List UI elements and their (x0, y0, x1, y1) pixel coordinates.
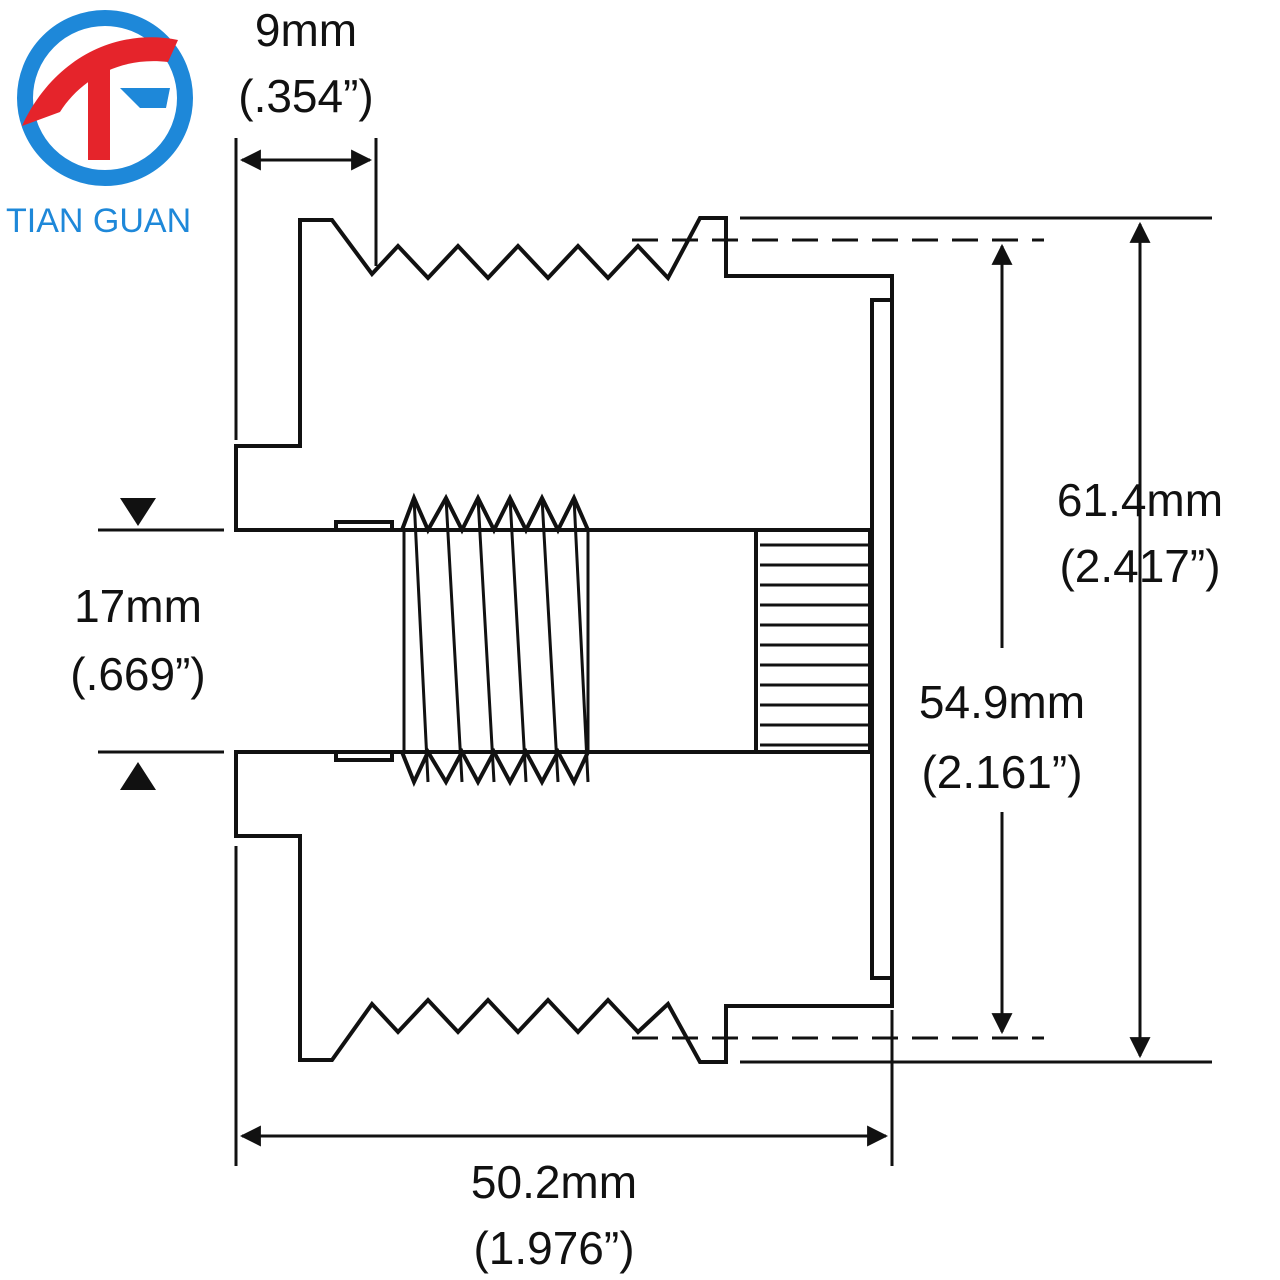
dimension-arrows (120, 149, 1151, 1147)
dim-549-metric: 54.9mm (919, 676, 1085, 728)
extension-lines (98, 138, 1212, 1166)
dim-17mm-metric: 17mm (74, 580, 202, 632)
brand-logo: TIAN GUAN (6, 10, 193, 240)
dimension-labels: 9mm (.354”) 17mm (.669”) 54.9mm (2.161”)… (70, 4, 1223, 1274)
logo-blue-ring (17, 10, 193, 186)
logo-t-stem (88, 68, 110, 160)
brand-name: TIAN GUAN (6, 202, 191, 240)
logo-red-swoosh (22, 37, 178, 126)
pulley-lower-half (234, 750, 894, 1064)
dim-502-metric: 50.2mm (471, 1156, 637, 1208)
dim-549-imperial: (2.161”) (921, 746, 1082, 798)
dim-614-metric: 61.4mm (1057, 474, 1223, 526)
end-cover (870, 298, 894, 980)
dim-17mm-imperial: (.669”) (70, 648, 205, 700)
internal-thread (400, 492, 590, 788)
bore-outline (236, 520, 758, 762)
logo-g-bar (120, 88, 170, 108)
dim-9mm-metric: 9mm (255, 4, 357, 56)
arrow-17mm-bottom (120, 762, 156, 790)
arrow-17mm-top (120, 498, 156, 526)
dim-502-imperial: (1.976”) (473, 1222, 634, 1274)
dim-9mm-imperial: (.354”) (238, 70, 373, 122)
dim-614-imperial: (2.417”) (1059, 540, 1220, 592)
pulley-upper-half (234, 216, 894, 532)
